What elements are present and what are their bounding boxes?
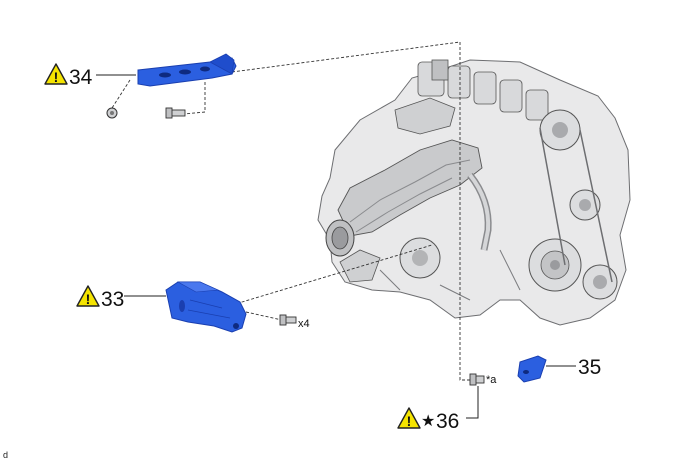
bolt-icon (279, 314, 297, 326)
callout-label: 34 (69, 66, 93, 89)
callout-34[interactable]: ! 34 (44, 63, 93, 89)
svg-text:!: ! (86, 291, 91, 307)
part-34-bracket[interactable] (137, 53, 237, 87)
bolt-icon (165, 107, 186, 119)
callout-33[interactable]: ! 33 (76, 285, 124, 311)
engine-assembly-illustration (317, 59, 631, 326)
warning-triangle-icon: ! (76, 285, 100, 307)
star-icon: ★ (421, 411, 435, 430)
warning-triangle-icon: ! (397, 407, 421, 429)
part-33-heat-insulator[interactable] (165, 281, 247, 333)
svg-text:!: ! (54, 69, 59, 85)
dashed-leader-lines (111, 41, 474, 381)
warning-triangle-icon: ! (44, 63, 68, 85)
callout-label: 35 (578, 356, 601, 379)
nut-icon (106, 107, 118, 119)
callout-label: 36 (436, 410, 459, 433)
bolt-count-label: x4 (298, 318, 310, 330)
bolt-icon (469, 373, 485, 386)
callout-35[interactable]: 35 (578, 356, 601, 379)
part-35-small-bracket[interactable] (517, 355, 547, 383)
callout-label: 33 (101, 288, 124, 311)
callout-36[interactable]: ! ★ 36 (397, 407, 459, 433)
note-a-label: *a (486, 374, 497, 386)
svg-text:!: ! (407, 413, 412, 429)
corner-code-label: d (3, 450, 8, 460)
